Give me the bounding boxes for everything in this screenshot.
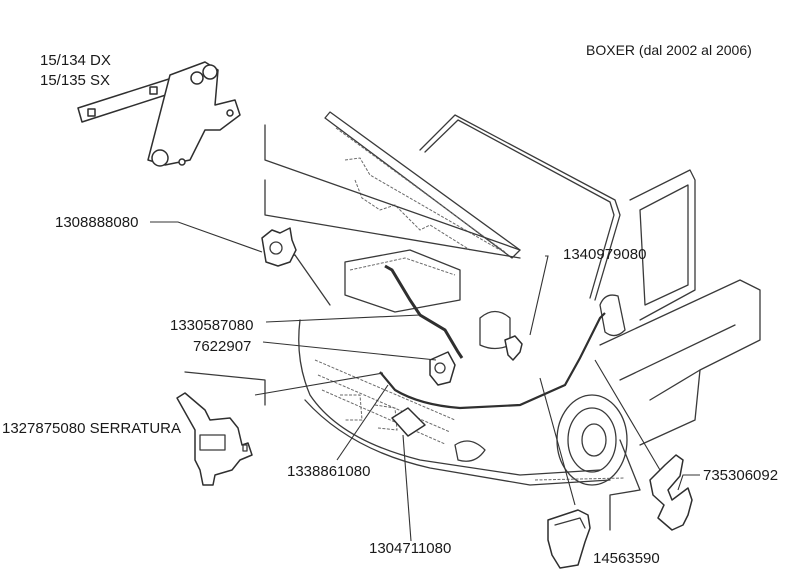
part-label-735306092: 735306092 xyxy=(703,467,779,484)
part-735306092 xyxy=(649,454,693,531)
part-label-hinge-sx: 15/135 SX xyxy=(40,72,111,89)
part-label-14563590: 14563590 xyxy=(593,550,660,567)
part-label-1304711080: 1304711080 xyxy=(369,540,452,557)
leader-lines xyxy=(150,221,700,542)
part-label-1338861080: 1338861080 xyxy=(287,463,371,480)
part-label-1340979080: 1340979080 xyxy=(563,246,647,263)
part-label-hinge-dx: 15/134 DX xyxy=(40,52,111,69)
part-label-1308888080: 1308888080 xyxy=(55,214,139,231)
pad-part-1304711080 xyxy=(391,407,426,437)
part-14563590 xyxy=(547,509,591,569)
latch-part-7622907 xyxy=(429,351,456,386)
diagram-title: BOXER (dal 2002 al 2006) xyxy=(586,42,752,58)
part-label-7622907: 7622907 xyxy=(193,338,252,355)
clip-part-1308888080 xyxy=(261,227,297,267)
release-cable-part xyxy=(379,312,606,410)
bracket-part-1340979080 xyxy=(504,335,523,361)
part-label-1330587080: 1330587080 xyxy=(170,317,254,334)
part-label-lock: 1327875080 SERRATURA xyxy=(2,420,181,437)
lock-part xyxy=(176,392,253,486)
van-body xyxy=(184,111,761,531)
hinge-part xyxy=(77,61,241,167)
